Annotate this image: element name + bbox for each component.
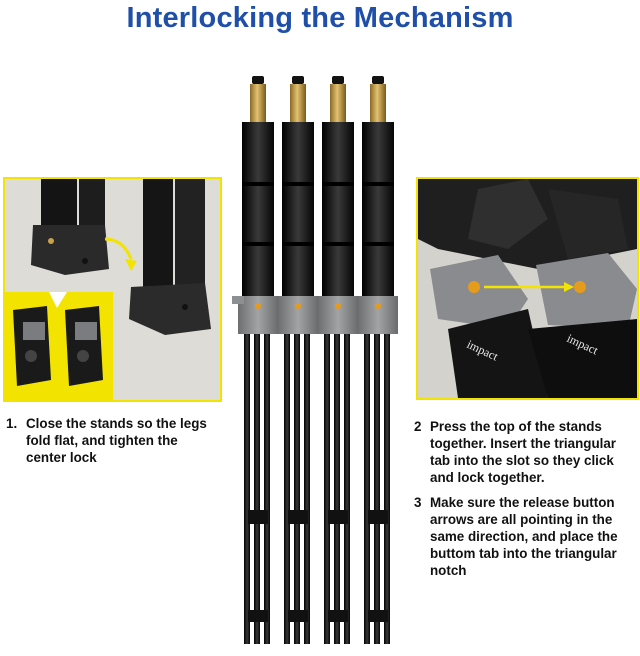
- fold-flat-detail-photo: [3, 177, 222, 402]
- step-number: 1.: [6, 416, 18, 431]
- step-text: Make sure the release button arrows are …: [430, 495, 618, 578]
- center-lock-inset: [5, 292, 113, 400]
- interlock-detail-photo: impact impact: [416, 177, 639, 400]
- page-title: Interlocking the Mechanism: [126, 2, 514, 34]
- instruction-step-1: 1. Close the stands so the legs fold fla…: [6, 415, 221, 466]
- clamp-interlock-illustration: impact impact: [418, 179, 637, 398]
- stand-2: [278, 76, 318, 644]
- stand-4: [358, 76, 398, 644]
- instruction-step-2: 2 Press the top of the stands together. …: [414, 418, 636, 486]
- stand-1: [238, 76, 278, 644]
- step-number: 2: [414, 419, 422, 434]
- step-text: Press the top of the stands together. In…: [430, 419, 617, 485]
- step-number: 3: [414, 495, 422, 510]
- step-text: Close the stands so the legs fold flat, …: [26, 416, 207, 465]
- center-lock-illustration: [13, 292, 103, 386]
- stand-base-illustration: [5, 179, 220, 400]
- stand-3: [318, 76, 358, 644]
- instruction-step-3: 3 Make sure the release button arrows ar…: [414, 494, 636, 579]
- interlocked-stands-illustration: [232, 76, 398, 644]
